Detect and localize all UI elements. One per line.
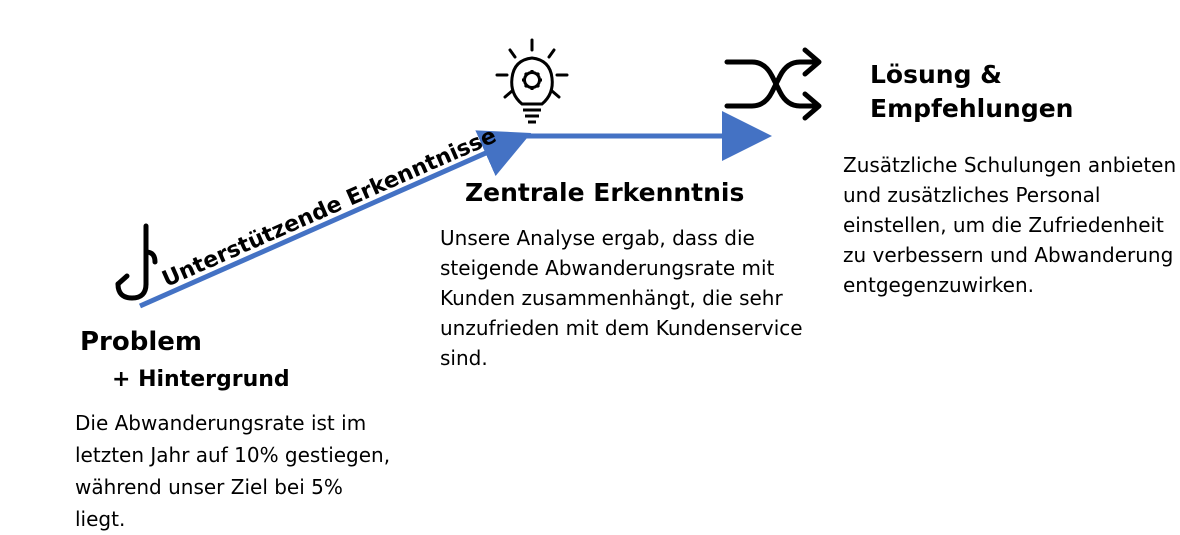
problem-text: Die Abwanderungsrate ist im letzten Jahr…	[75, 407, 390, 535]
lightbulb-gear-icon	[495, 38, 569, 124]
fishhook-icon	[115, 223, 158, 301]
solution-line: und zusätzliches Personal	[843, 183, 1101, 207]
solution-line: Zusätzliche Schulungen anbieten	[843, 153, 1177, 177]
solution-title-line: Lösung &	[870, 60, 1002, 89]
solution-line: entgegenzuwirken.	[843, 273, 1035, 297]
solution-line: zu verbessern und Abwanderung	[843, 243, 1174, 267]
problem-line: liegt.	[75, 507, 126, 531]
insight-text: Unsere Analyse ergab, dass die steigende…	[440, 223, 803, 373]
problem-line: Die Abwanderungsrate ist im	[75, 411, 367, 435]
problem-title: Problem	[80, 327, 202, 357]
insight-line: unzufrieden mit dem Kundenservice	[440, 316, 803, 340]
solution-text: Zusätzliche Schulungen anbieten und zusä…	[843, 150, 1176, 300]
insight-line: Kunden zusammenhängt, die sehr	[440, 286, 783, 310]
problem-line: letzten Jahr auf 10% gestiegen,	[75, 443, 391, 467]
insight-line: Unsere Analyse ergab, dass die	[440, 226, 755, 250]
insight-line: sind.	[440, 346, 488, 370]
solution-title: Lösung & Empfehlungen	[870, 58, 1073, 126]
solution-line: einstellen, um die Zufriedenheit	[843, 213, 1164, 237]
supporting-arrow	[138, 130, 532, 309]
shuffle-icon	[724, 47, 822, 121]
problem-subtitle: + Hintergrund	[112, 367, 290, 392]
insight-title: Zentrale Erkenntnis	[465, 178, 745, 207]
solution-title-line: Empfehlungen	[870, 94, 1074, 123]
problem-line: während unser Ziel bei 5%	[75, 475, 343, 499]
insight-line: steigende Abwanderungsrate mit	[440, 256, 775, 280]
